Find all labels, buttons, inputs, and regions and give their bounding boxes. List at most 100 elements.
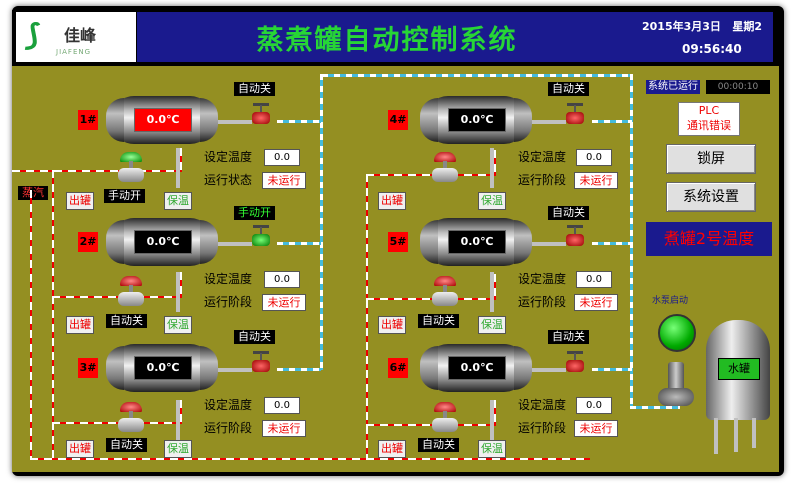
tank-6-steam-valve[interactable] [430, 402, 460, 436]
tank-5-setpoint[interactable]: 0.0 [576, 271, 612, 288]
logo-sub: JIAFENG [56, 48, 92, 56]
tank-1-setpoint[interactable]: 0.0 [264, 149, 300, 166]
tank-2-inlet-valve[interactable] [250, 224, 272, 250]
pump-status-label: 水泵启动 [652, 296, 689, 306]
water-pipe [592, 368, 632, 371]
tank-2-temp: 0.0℃ [134, 230, 192, 254]
tank-1-hold-button[interactable]: 保温 [164, 192, 192, 210]
tank-1-state-label: 运行状态 [204, 173, 253, 187]
tank-4-steam-valve[interactable] [430, 152, 460, 186]
header-bar: ⟆ 佳峰 JIAFENG 蒸煮罐自动控制系统 2015年3月3日 星期2 09:… [12, 10, 779, 66]
steam-pipe [180, 400, 182, 424]
tank-1-id: 1# [78, 110, 98, 130]
steam-pipe [366, 298, 496, 300]
tank-4: 0.0℃ [420, 96, 532, 144]
tank-3-inlet-valve[interactable] [250, 350, 272, 376]
steam-pipe [52, 422, 182, 424]
plc-error-indicator: PLC 通讯错误 [678, 102, 740, 136]
tank-3-bottom-valve-label: 自动关 [106, 438, 147, 452]
tank-3-valve-label: 自动关 [234, 330, 275, 344]
tank-2-hold-button[interactable]: 保温 [164, 316, 192, 334]
tank-5-discharge-button[interactable]: 出罐 [378, 316, 406, 334]
tank-4-hold-button[interactable]: 保温 [478, 192, 506, 210]
tank-4-temp: 0.0℃ [448, 108, 506, 132]
tank-6-temp: 0.0℃ [448, 356, 506, 380]
tank-5-state: 未运行 [574, 294, 618, 311]
tank-4-inlet-valve[interactable] [564, 102, 586, 128]
steam-pipe [366, 174, 368, 458]
tank-5-steam-valve[interactable] [430, 276, 460, 310]
tank-6-setpoint-label: 设定温度 [518, 398, 567, 412]
steam-pipe [494, 400, 496, 426]
tank-5-bottom-valve-label: 自动关 [418, 314, 459, 328]
tank-6-state: 未运行 [574, 420, 618, 437]
tank-6-hold-button[interactable]: 保温 [478, 440, 506, 458]
tank-4-state-label: 运行阶段 [518, 173, 567, 187]
tank-1-state: 未运行 [262, 172, 306, 189]
tank-leg [714, 418, 718, 454]
time-display: 09:56:40 [682, 42, 742, 56]
lock-screen-button[interactable]: 锁屏 [666, 144, 756, 174]
pipe [176, 272, 180, 312]
date-display: 2015年3月3日 星期2 [642, 20, 763, 33]
pipe [526, 120, 566, 124]
system-settings-button[interactable]: 系统设置 [666, 182, 756, 212]
tank-1-setpoint-label: 设定温度 [204, 150, 253, 164]
tank-5-temp: 0.0℃ [448, 230, 506, 254]
steam-pipe [30, 190, 32, 460]
pipe [490, 148, 494, 188]
pipe [212, 242, 252, 246]
water-pipe [277, 242, 321, 245]
tank-3: 0.0℃ [106, 344, 218, 392]
tank-5-hold-button[interactable]: 保温 [478, 316, 506, 334]
pipe [526, 368, 566, 372]
water-pipe [592, 242, 632, 245]
tank-4-discharge-button[interactable]: 出罐 [378, 192, 406, 210]
run-time-label: 系统已运行 [646, 80, 700, 94]
steam-pipe [12, 170, 182, 172]
tank-1-temp: 0.0℃ [134, 108, 192, 132]
tank-2-state-label: 运行阶段 [204, 295, 253, 309]
tank-1-discharge-button[interactable]: 出罐 [66, 192, 94, 210]
tank-1-inlet-valve[interactable] [250, 102, 272, 128]
steam-pipe [180, 148, 182, 172]
water-pipe [322, 74, 632, 77]
tank-4-setpoint-label: 设定温度 [518, 150, 567, 164]
page-title: 蒸煮罐自动控制系统 [256, 25, 518, 56]
steam-pipe [180, 272, 182, 298]
tank-6-bottom-valve-label: 自动关 [418, 438, 459, 452]
tank-6-inlet-valve[interactable] [564, 350, 586, 376]
tank-3-setpoint[interactable]: 0.0 [264, 397, 300, 414]
pipe [176, 400, 180, 440]
tank-3-discharge-button[interactable]: 出罐 [66, 440, 94, 458]
tank-6-discharge-button[interactable]: 出罐 [378, 440, 406, 458]
logo-leaf-icon: ⟆ [26, 18, 40, 53]
tank-2-setpoint[interactable]: 0.0 [264, 271, 300, 288]
pipe [212, 368, 252, 372]
tank-5: 0.0℃ [420, 218, 532, 266]
tank-5-setpoint-label: 设定温度 [518, 272, 567, 286]
tank-1-steam-valve[interactable] [116, 152, 146, 186]
tank-2-steam-valve[interactable] [116, 276, 146, 310]
tank-5-valve-label: 自动关 [548, 206, 589, 220]
steam-pipe [52, 296, 182, 298]
water-pipe [277, 120, 321, 123]
tank-3-temp: 0.0℃ [134, 356, 192, 380]
steam-pipe [366, 424, 496, 426]
tank-3-steam-valve[interactable] [116, 402, 146, 436]
tank-3-setpoint-label: 设定温度 [204, 398, 253, 412]
tank-5-inlet-valve[interactable] [564, 224, 586, 250]
run-time-value: 00:00:10 [706, 80, 770, 94]
steam-label: 蒸汽 [18, 186, 48, 200]
tank-6-setpoint[interactable]: 0.0 [576, 397, 612, 414]
water-pipe [320, 74, 323, 370]
tank-3-hold-button[interactable]: 保温 [164, 440, 192, 458]
tank-2-discharge-button[interactable]: 出罐 [66, 316, 94, 334]
tank-3-state: 未运行 [262, 420, 306, 437]
tank-6: 0.0℃ [420, 344, 532, 392]
plc-label: PLC [698, 104, 720, 117]
tank-4-setpoint[interactable]: 0.0 [576, 149, 612, 166]
pipe [176, 148, 180, 188]
tank-3-id: 3# [78, 358, 98, 378]
tank-4-state: 未运行 [574, 172, 618, 189]
